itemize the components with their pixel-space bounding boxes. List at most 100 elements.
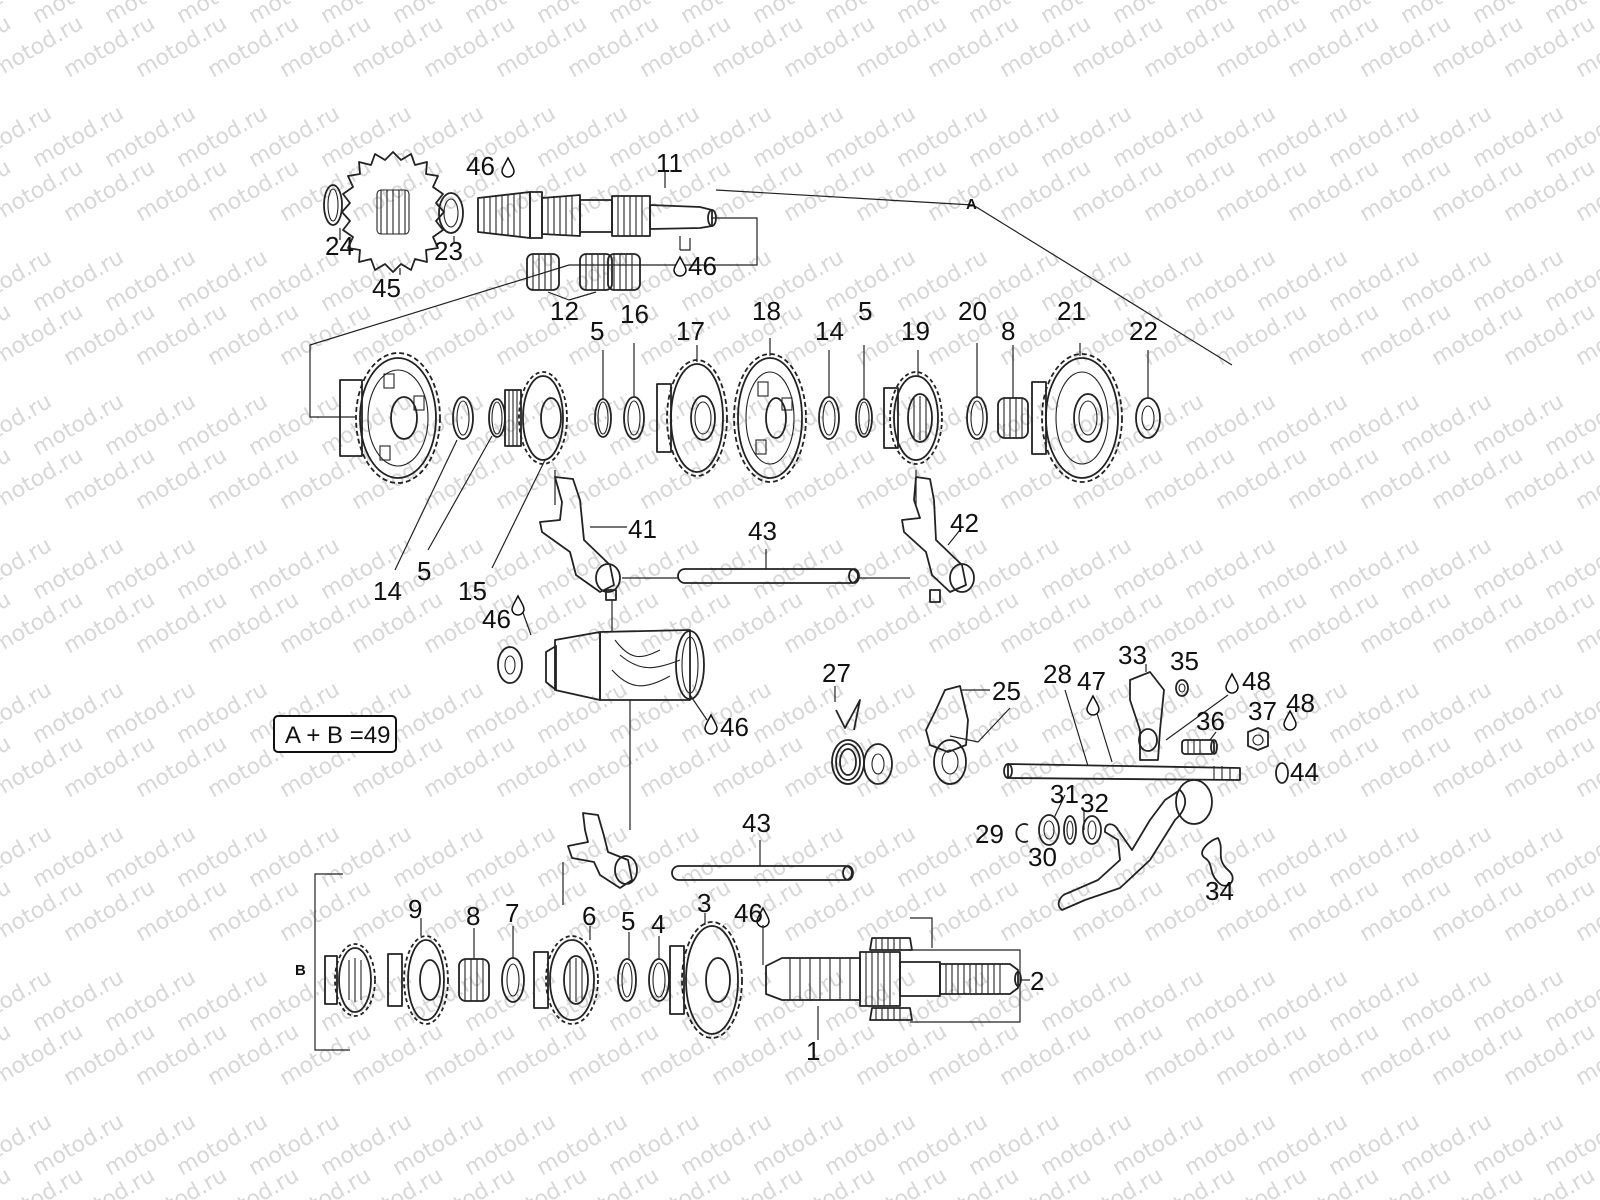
label-12: 12 (550, 296, 579, 326)
washer-31 (1063, 815, 1077, 845)
circlip-24 (323, 184, 343, 226)
label-25: 25 (992, 676, 1021, 706)
label-43-bottom: 43 (742, 808, 771, 838)
selector-arm-33 (1129, 671, 1165, 761)
label-48-a: 48 (1242, 666, 1271, 696)
label-5-left: 5 (417, 556, 431, 586)
shift-mechanism-upper: 41 43 42 46 46 (482, 470, 979, 830)
label-17: 17 (676, 316, 705, 346)
selector-shaft-28 (1003, 763, 1241, 781)
label-36: 36 (1196, 706, 1225, 736)
label-33: 33 (1118, 640, 1147, 670)
selector-pawl (1057, 779, 1234, 911)
label-5-bottom: 5 (621, 906, 635, 936)
label-46-shaft: 46 (688, 251, 717, 281)
middle-gear-row: 5 16 17 18 14 5 19 20 8 21 22 14 5 15 (339, 296, 1161, 606)
label-44: 44 (1290, 757, 1319, 787)
label-8-bottom: 8 (466, 901, 480, 931)
gear-3 (669, 921, 743, 1039)
label-5-mid-b: 5 (858, 296, 872, 326)
label-15: 15 (458, 576, 487, 606)
label-11: 11 (656, 148, 683, 178)
gear-18 (733, 353, 807, 483)
needle-bearings-12 (526, 253, 641, 291)
top-shaft-group: A 24 45 23 46 11 46 12 (309, 148, 1233, 418)
gear-large-left (339, 352, 441, 484)
selector-lever-25 (925, 685, 969, 785)
label-46-drum: 46 (482, 604, 511, 634)
gear-19 (883, 371, 943, 465)
label-29: 29 (975, 819, 1004, 849)
spring-27 (831, 699, 893, 785)
washer-23 (438, 192, 464, 234)
label-35: 35 (1170, 646, 1199, 676)
shift-drum (497, 629, 705, 701)
label-22: 22 (1129, 316, 1158, 346)
circlip-29 (1015, 823, 1029, 843)
group-label-a: A (966, 196, 977, 213)
label-42: 42 (950, 508, 979, 538)
label-21: 21 (1057, 296, 1086, 326)
sprocket-45 (341, 151, 445, 273)
label-46-top: 46 (466, 151, 495, 181)
shift-fork-41 (539, 476, 621, 601)
label-41: 41 (628, 514, 657, 544)
label-32: 32 (1080, 788, 1109, 818)
bottom-shaft-group: B 9 8 7 (295, 873, 1044, 1066)
gear-9 (387, 935, 449, 1025)
label-14-mid: 14 (815, 316, 844, 346)
label-46-drum-b: 46 (720, 712, 749, 742)
label-3: 3 (697, 888, 711, 918)
nut-37 (1247, 727, 1269, 751)
label-47: 47 (1077, 666, 1106, 696)
shift-fork-lower (567, 812, 638, 889)
formula-text: A + B =49 (285, 722, 390, 749)
gear-b-small (324, 943, 376, 1017)
label-7: 7 (505, 898, 519, 928)
label-16: 16 (620, 299, 649, 329)
gear-formula: A + B =49 (273, 715, 397, 753)
label-37: 37 (1248, 696, 1277, 726)
label-20: 20 (958, 296, 987, 326)
group-label-b: B (295, 962, 306, 979)
label-48-b: 48 (1286, 688, 1315, 718)
label-1: 1 (806, 1036, 820, 1066)
circlip-5c (855, 398, 873, 438)
label-46-bottom: 46 (734, 898, 763, 928)
washer-32 (1082, 815, 1102, 845)
label-27: 27 (822, 658, 851, 688)
label-4: 4 (651, 909, 665, 939)
shift-mechanism-lower: 43 (562, 808, 854, 905)
label-43-top: 43 (748, 516, 777, 546)
label-30: 30 (1028, 842, 1057, 872)
gear-21 (1031, 353, 1123, 483)
label-19: 19 (901, 316, 930, 346)
washer-30 (1038, 814, 1060, 846)
main-shaft-1 (765, 937, 1022, 1021)
label-28: 28 (1043, 659, 1072, 689)
label-9: 9 (408, 894, 422, 924)
gear-6 (533, 935, 599, 1025)
label-14-left: 14 (373, 576, 402, 606)
watermark-text: motod.ru (0, 1163, 15, 1200)
bolt-36 (1181, 739, 1218, 755)
label-31: 31 (1050, 779, 1079, 809)
label-23: 23 (434, 236, 463, 266)
label-8-top: 8 (1001, 316, 1015, 346)
shift-rod-43-top (677, 568, 860, 584)
gear-15 (504, 371, 568, 465)
shift-fork-42 (901, 476, 975, 603)
circlip-44 (1275, 762, 1289, 784)
label-24: 24 (325, 231, 354, 261)
secondary-shaft-11 (477, 191, 717, 239)
label-45: 45 (372, 273, 401, 303)
gear-selector-assembly: 27 25 28 47 33 35 (822, 640, 1319, 911)
nut-35 (1175, 679, 1189, 697)
label-5-mid-a: 5 (590, 316, 604, 346)
shift-rod-43-bottom (671, 865, 854, 881)
label-18: 18 (752, 296, 781, 326)
label-2: 2 (1030, 966, 1044, 996)
circlip-5-bottom (617, 958, 637, 1002)
